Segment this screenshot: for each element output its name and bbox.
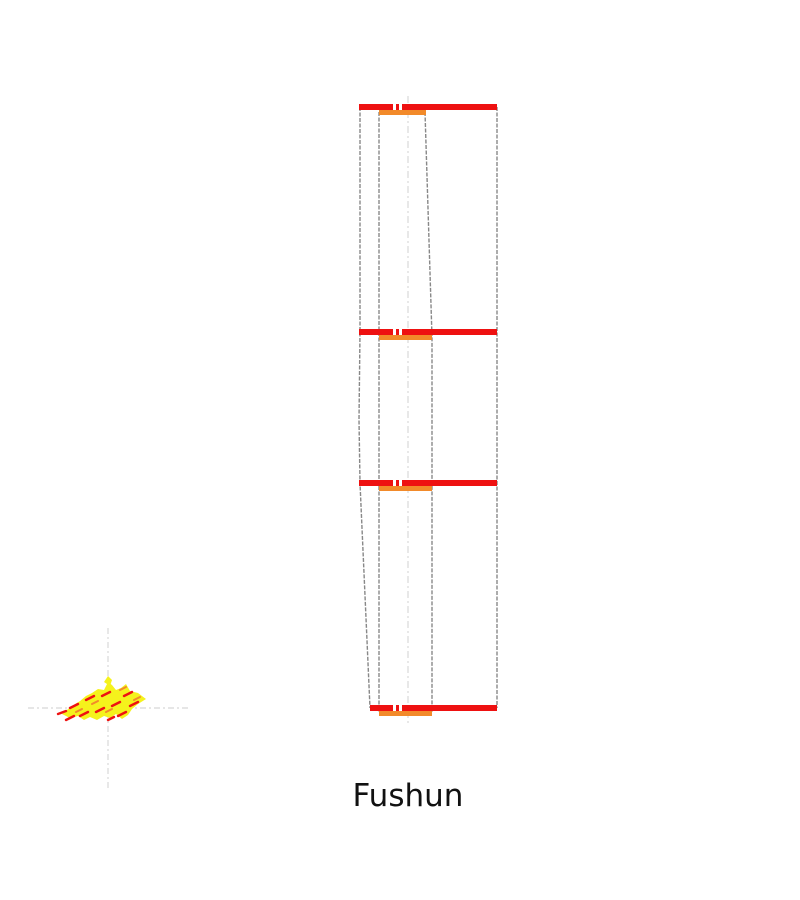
outer-bars [359,104,497,711]
outer-bar-1 [359,104,497,110]
locator-glyph [28,628,188,788]
inner-bars [379,110,432,716]
bar-notches [393,103,402,712]
inner-bar-3 [379,486,432,491]
locator-shape-yellow [62,682,146,720]
inner-bar-2 [379,335,432,340]
inner-bar-1 [379,110,426,115]
locator-dashes-red [56,690,140,722]
locator-dashes-orange [75,686,141,713]
diagram-caption: Fushun [352,778,464,814]
inner-bar-4 [379,711,432,716]
outer-bar-2 [359,329,497,335]
outline-group [358,107,498,712]
locator-shape-yellow-2 [104,676,112,686]
outer-bar-3 [359,480,497,486]
inner-right-outline [424,111,433,712]
outer-bar-4 [370,705,497,711]
outer-left-outline [358,107,371,709]
